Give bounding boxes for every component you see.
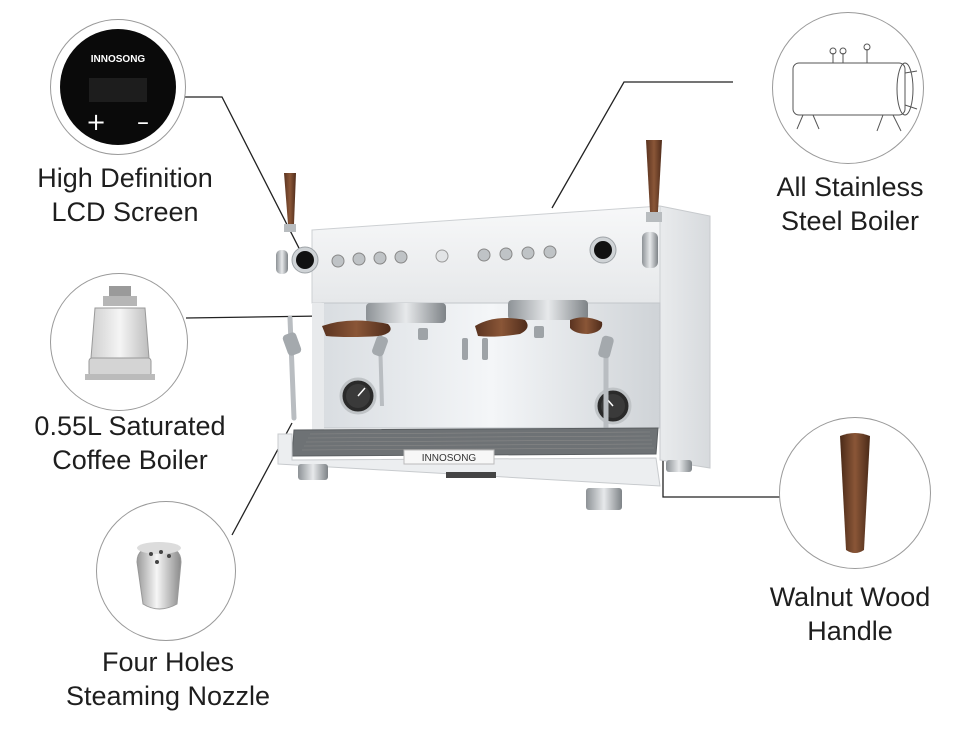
lcd-brand-text: INNOSONG xyxy=(91,54,146,65)
handle-callout-circle xyxy=(779,417,931,569)
portafilter-handle-center xyxy=(475,318,528,337)
coffee-boiler-label-line2: Coffee Boiler xyxy=(52,445,208,475)
lcd-label-line2: LCD Screen xyxy=(51,197,199,227)
stainless-boiler-icon xyxy=(792,43,918,132)
pressure-gauge-left xyxy=(339,377,377,415)
coffee-boiler-label: 0.55L Saturated Coffee Boiler xyxy=(5,409,255,477)
plus-icon: + xyxy=(86,108,106,136)
lcd-callout-circle: INNOSONG + – xyxy=(50,19,186,155)
lcd-label-line1: High Definition xyxy=(37,163,213,193)
brand-plate-text: INNOSONG xyxy=(422,453,477,464)
pressure-gauge-right xyxy=(594,387,632,425)
portafilter-spouts xyxy=(418,326,544,360)
group-head-right xyxy=(508,300,588,320)
nozzle-label-line1: Four Holes xyxy=(101,647,235,677)
leader-lcd xyxy=(182,96,304,257)
lcd-display-right xyxy=(589,236,617,264)
walnut-handle-icon xyxy=(840,433,870,553)
lcd-label: High Definition LCD Screen xyxy=(10,161,240,229)
nozzle-label: Four Holes Steaming Nozzle xyxy=(48,645,288,713)
group-buttons-right xyxy=(477,245,557,262)
group-buttons-left xyxy=(331,250,408,268)
coffee-boiler-label-line1: 0.55L Saturated xyxy=(34,411,226,441)
steel-boiler-label-line2: Steel Boiler xyxy=(780,206,920,236)
espresso-machine: INNOSONG xyxy=(276,140,711,510)
machine-feet xyxy=(298,460,692,510)
steaming-nozzle-icon xyxy=(136,542,182,610)
minus-icon: – xyxy=(137,108,149,136)
lcd-display-left xyxy=(291,246,319,274)
center-button xyxy=(435,249,449,263)
steel-boiler-label: All Stainless Steel Boiler xyxy=(740,170,960,238)
steel-boiler-callout-circle xyxy=(772,12,924,164)
nozzle-label-line2: Steaming Nozzle xyxy=(65,681,271,711)
handle-label-line1: Walnut Wood xyxy=(769,582,931,612)
handle-label-line2: Handle xyxy=(807,616,893,646)
steam-knob-right xyxy=(646,140,662,212)
brand-plate xyxy=(403,449,495,465)
coffee-boiler-icon xyxy=(85,286,155,380)
machine-left-column xyxy=(312,303,324,433)
leader-steel-boiler xyxy=(551,81,733,209)
handle-label: Walnut Wood Handle xyxy=(740,580,960,648)
nozzle-callout-circle xyxy=(96,501,236,641)
leader-coffee-boiler xyxy=(185,315,323,319)
machine-side-panel xyxy=(659,205,711,469)
coffee-boiler-callout-circle xyxy=(50,273,188,411)
portafilter-handle-left xyxy=(322,320,391,337)
steel-boiler-label-line1: All Stainless xyxy=(776,172,924,202)
group-head-left xyxy=(366,303,446,323)
drip-tray-grill xyxy=(291,427,659,457)
portafilter-handle-right xyxy=(570,317,603,334)
steam-knob-left xyxy=(284,173,296,224)
